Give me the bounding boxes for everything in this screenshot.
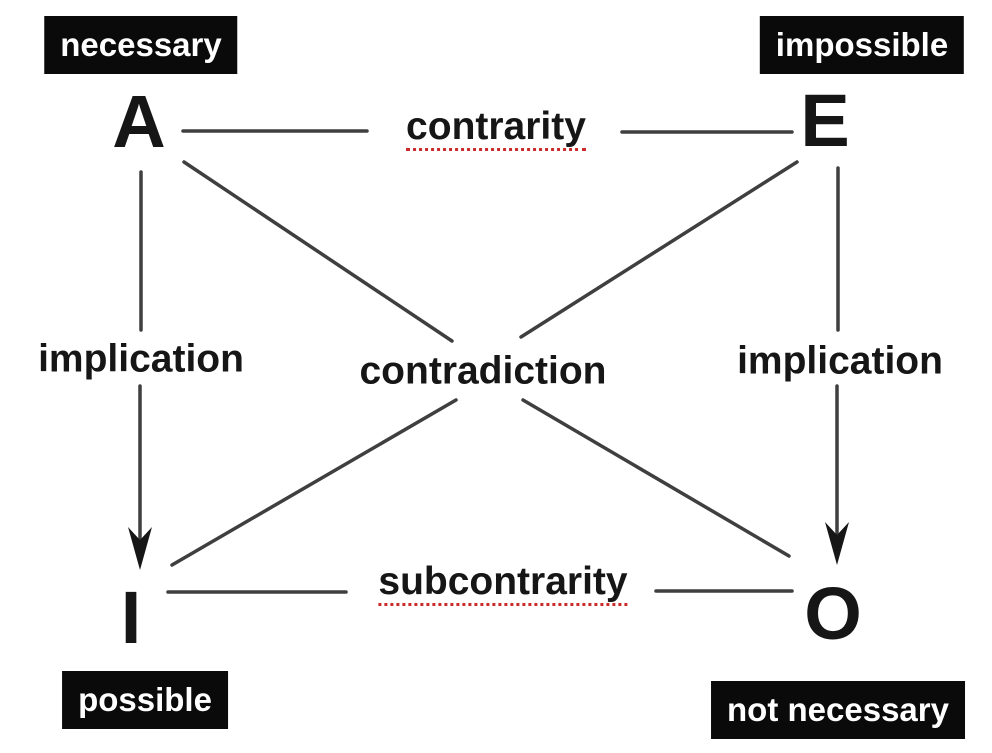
label-contradiction: contradiction [359,349,607,393]
label-implication-left: implication [38,337,244,381]
diagonal-center-to-i [170,398,458,567]
tag-not-necessary: not necessary [711,681,965,739]
node-letter-o: O [804,572,862,655]
label-contrarity: contrarity [406,107,586,151]
implication-right-arrowhead [825,522,849,565]
tag-possible: possible [62,671,228,729]
implication-left-arrowhead [128,527,152,570]
tag-impossible: impossible [759,16,965,74]
label-subcontrarity: subcontrarity [378,562,628,606]
node-letter-a: A [112,80,166,163]
node-letter-e: E [800,79,850,162]
node-letter-i: I [120,576,142,659]
label-implication-right: implication [737,339,943,383]
diagonal-a-to-center [182,160,454,343]
diagonal-center-to-o [521,398,791,558]
diagonal-e-to-center [519,160,799,339]
tag-necessary: necessary [44,16,238,74]
